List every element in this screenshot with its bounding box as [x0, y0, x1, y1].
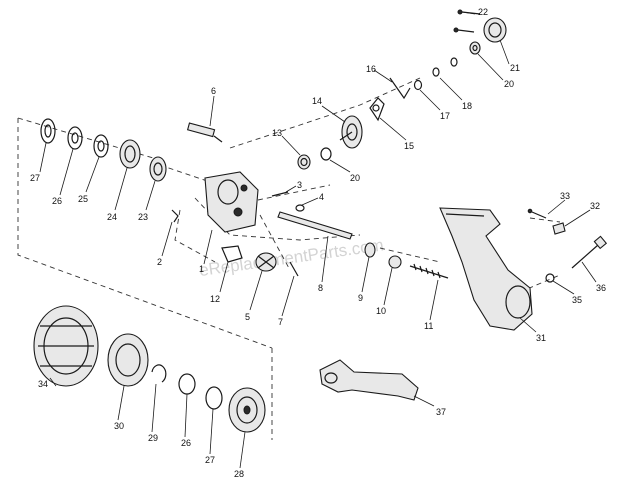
- part-10-gear: [388, 255, 402, 269]
- callout-9: 9: [358, 293, 363, 303]
- part-21-cover: [483, 17, 507, 43]
- callout-27: 27: [30, 173, 40, 183]
- part-17-washer: [413, 79, 423, 91]
- callout-14: 14: [312, 96, 322, 106]
- part-3-pin: [271, 191, 289, 197]
- callout-25: 25: [78, 194, 88, 204]
- part-24-drag-ring: [119, 139, 141, 169]
- callout-33: 33: [560, 191, 570, 201]
- callout-8: 8: [318, 283, 323, 293]
- callout-12: 12: [210, 294, 220, 304]
- callout-18: 18: [462, 101, 472, 111]
- part-2-clip: [171, 209, 179, 223]
- part-8-main-shaft: [277, 211, 353, 240]
- callout-11: 11: [424, 321, 433, 331]
- part-31-reel-body: [439, 207, 533, 331]
- callout-10: 10: [376, 306, 386, 316]
- callout-16: 16: [366, 64, 376, 74]
- callout-37: 37: [436, 407, 446, 417]
- part-28-drag-knob: [228, 387, 266, 433]
- part-36-bolt: [571, 235, 608, 269]
- callout-22: 22: [478, 7, 488, 17]
- callout-21: 21: [510, 63, 520, 73]
- callout-35: 35: [572, 295, 582, 305]
- callout-13: 13: [272, 128, 282, 138]
- part-12-plate: [221, 245, 243, 263]
- callout-32: 32: [590, 201, 600, 211]
- part-23-drag-ring: [149, 156, 167, 182]
- part-22-screws: [453, 9, 481, 33]
- callout-23: 23: [138, 212, 148, 222]
- callout-6: 6: [211, 86, 216, 96]
- part-20-nut: [320, 147, 332, 161]
- part-5-pinion-gear: [255, 252, 277, 272]
- callout-31: 31: [536, 333, 546, 343]
- part-callouts: 22 21 20 16 18 17 14 15 13 20 6 3 4 27 2…: [30, 7, 606, 479]
- part-18-washers: [432, 57, 458, 77]
- callout-7: 7: [278, 317, 283, 327]
- part-30-spool-body: [107, 333, 149, 387]
- part-6-pin: [186, 122, 223, 143]
- callout-29: 29: [148, 433, 158, 443]
- part-26-washer-bottom: [178, 373, 196, 395]
- callout-20: 20: [504, 79, 514, 89]
- part-27-washer-bottom: [205, 386, 223, 410]
- part-9-bushing: [364, 242, 376, 258]
- callout-27b: 27: [205, 455, 215, 465]
- part-7-screw: [289, 261, 299, 277]
- callout-5: 5: [245, 312, 250, 322]
- part-35-washer: [545, 273, 555, 283]
- callout-26: 26: [52, 196, 62, 206]
- callout-2: 2: [157, 257, 162, 267]
- leader-lines: [39, 11, 597, 469]
- callout-34: 34: [38, 379, 48, 389]
- callout-26b: 26: [181, 438, 191, 448]
- part-33-screw: [527, 208, 547, 219]
- callout-17: 17: [440, 111, 450, 121]
- part-34-skirt: [33, 305, 99, 387]
- callout-20b: 20: [350, 173, 360, 183]
- part-11-worm-shaft: [409, 263, 449, 279]
- part-37-crank-handle: [319, 359, 419, 401]
- part-29-clip: [151, 364, 167, 383]
- callout-36: 36: [596, 283, 606, 293]
- part-14-rotor-cup: [339, 115, 363, 149]
- assembly-guide-lines: [17, 77, 561, 440]
- callout-30: 30: [114, 421, 124, 431]
- part-32-nut: [552, 222, 566, 235]
- part-25-washer: [93, 134, 109, 158]
- part-20-washer-top: [469, 41, 481, 55]
- callout-24: 24: [107, 212, 117, 222]
- part-15-bail-arm: [369, 97, 385, 122]
- part-4-washer: [295, 204, 305, 212]
- part-1-gear-housing: [204, 171, 259, 233]
- part-16-spring: [389, 77, 411, 100]
- callout-28: 28: [234, 469, 244, 479]
- part-26-washer-left: [67, 126, 83, 150]
- callout-15: 15: [404, 141, 414, 151]
- part-13-bearing: [297, 154, 311, 170]
- callout-3: 3: [297, 180, 302, 190]
- callout-1: 1: [199, 264, 204, 274]
- part-27-washer-left: [40, 118, 56, 144]
- callout-4: 4: [319, 192, 324, 202]
